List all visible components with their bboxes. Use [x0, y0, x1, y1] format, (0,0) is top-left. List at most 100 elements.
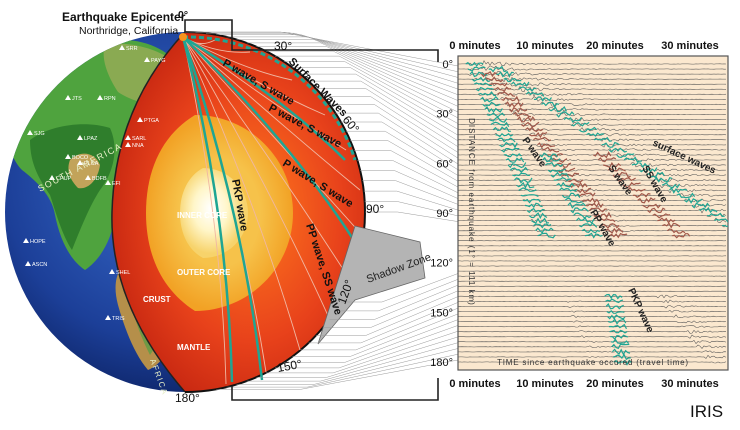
y-tick: 150°	[430, 307, 453, 319]
trace-line	[458, 173, 727, 178]
seismogram-background	[457, 55, 729, 371]
trace-line	[458, 354, 727, 359]
y-tick: 30°	[436, 109, 453, 121]
station-label: NNA	[132, 143, 144, 149]
trace-line	[458, 101, 727, 107]
teal-ray	[181, 36, 234, 383]
trace-line	[458, 178, 727, 183]
station-label: PLCA	[84, 161, 99, 167]
y-tick: 0°	[442, 59, 453, 71]
connector-line	[226, 36, 459, 90]
connector-line	[236, 348, 459, 385]
station-label: RPN	[104, 96, 116, 102]
trace-line	[458, 217, 727, 224]
trace-line	[458, 228, 726, 232]
station: NNA	[125, 142, 144, 149]
bottom-connector	[231, 378, 439, 401]
layer-label: CRUST	[143, 295, 171, 304]
ray-path	[182, 36, 361, 191]
trace-line	[458, 344, 727, 349]
station: CPUP	[49, 175, 72, 182]
y-tick: 180°	[430, 357, 453, 369]
trace-line	[458, 142, 727, 148]
trace-line	[458, 193, 727, 197]
trace-line	[458, 76, 726, 83]
station-label: TRIS	[112, 316, 125, 322]
station-label: LPAZ	[84, 136, 98, 142]
trace-line	[458, 85, 727, 93]
trace-line	[458, 182, 727, 189]
crust-edge	[111, 31, 186, 393]
connector-line	[195, 32, 459, 73]
station-label: JTS	[72, 96, 82, 102]
connector-line	[322, 96, 459, 153]
connector-line	[216, 359, 459, 390]
y-axis-label: DISTANCE from earthquake (1° = 111 km)	[467, 118, 476, 306]
station: PAYG	[144, 57, 165, 64]
station-label: CPUP	[56, 176, 72, 182]
station-label: SHEL	[116, 270, 130, 276]
connector-line	[315, 88, 459, 147]
surface-wave-arc	[182, 35, 357, 161]
layer-label: MANTLE	[177, 343, 211, 352]
x-axis-label: TIME since earthquake occured (travel ti…	[497, 358, 689, 367]
trace-line	[458, 325, 727, 328]
connector-line	[308, 302, 459, 344]
station: SRR	[119, 45, 138, 52]
station-label: PAYG	[151, 58, 165, 64]
x-tick-top: 20 minutes	[586, 40, 643, 52]
phase-band	[488, 65, 728, 228]
station: BOCO	[65, 154, 89, 161]
connector-line	[335, 112, 459, 165]
ray-path	[182, 36, 363, 236]
station: PTGA	[137, 117, 159, 124]
connector-line	[350, 140, 459, 182]
connector-line	[256, 46, 459, 107]
connector-line	[216, 34, 459, 84]
connector-line	[283, 319, 459, 363]
trace-line	[458, 314, 727, 318]
connector-line	[300, 307, 459, 351]
seismogram-traces	[458, 60, 728, 366]
station-label: EFI	[112, 181, 121, 187]
ray-path	[182, 36, 301, 351]
station-label: HOPE	[30, 239, 46, 245]
teal-ray	[181, 36, 264, 381]
station-label: PTGA	[144, 118, 159, 124]
trace-line	[458, 117, 726, 122]
top-connector	[184, 19, 439, 62]
trace-line	[458, 309, 726, 313]
station-label: ASCN	[32, 262, 47, 268]
connector-line	[315, 296, 459, 336]
connector-line	[329, 284, 459, 320]
connector-line	[357, 160, 459, 194]
connector-line	[275, 325, 459, 369]
connector-line	[360, 170, 459, 199]
y-tick: 60°	[436, 158, 453, 170]
ray-path	[182, 36, 227, 385]
connector-line	[292, 67, 459, 130]
station: SARL	[125, 135, 146, 142]
trace-line	[458, 320, 727, 324]
x-tick-top: 0 minutes	[449, 40, 500, 52]
trace-line	[458, 329, 727, 334]
trace-line	[458, 340, 727, 345]
epicenter-subtitle: Northridge, California	[79, 25, 179, 37]
x-tick-top: 30 minutes	[661, 40, 718, 52]
station-label: SRR	[126, 46, 138, 52]
ray-paths	[179, 33, 363, 385]
phase-band	[539, 152, 603, 239]
trace-line	[458, 360, 727, 364]
station-label: SJG	[34, 131, 45, 137]
y-tick: 120°	[430, 258, 453, 270]
trace-line	[458, 213, 727, 218]
connector-line	[185, 31, 459, 67]
connector-line	[322, 290, 459, 328]
connector-line	[329, 104, 459, 159]
degree-mark: 90°	[366, 202, 384, 216]
connector-line	[363, 190, 459, 211]
trace-line	[458, 96, 727, 102]
trace-line	[458, 157, 727, 162]
connector-line	[246, 42, 459, 101]
